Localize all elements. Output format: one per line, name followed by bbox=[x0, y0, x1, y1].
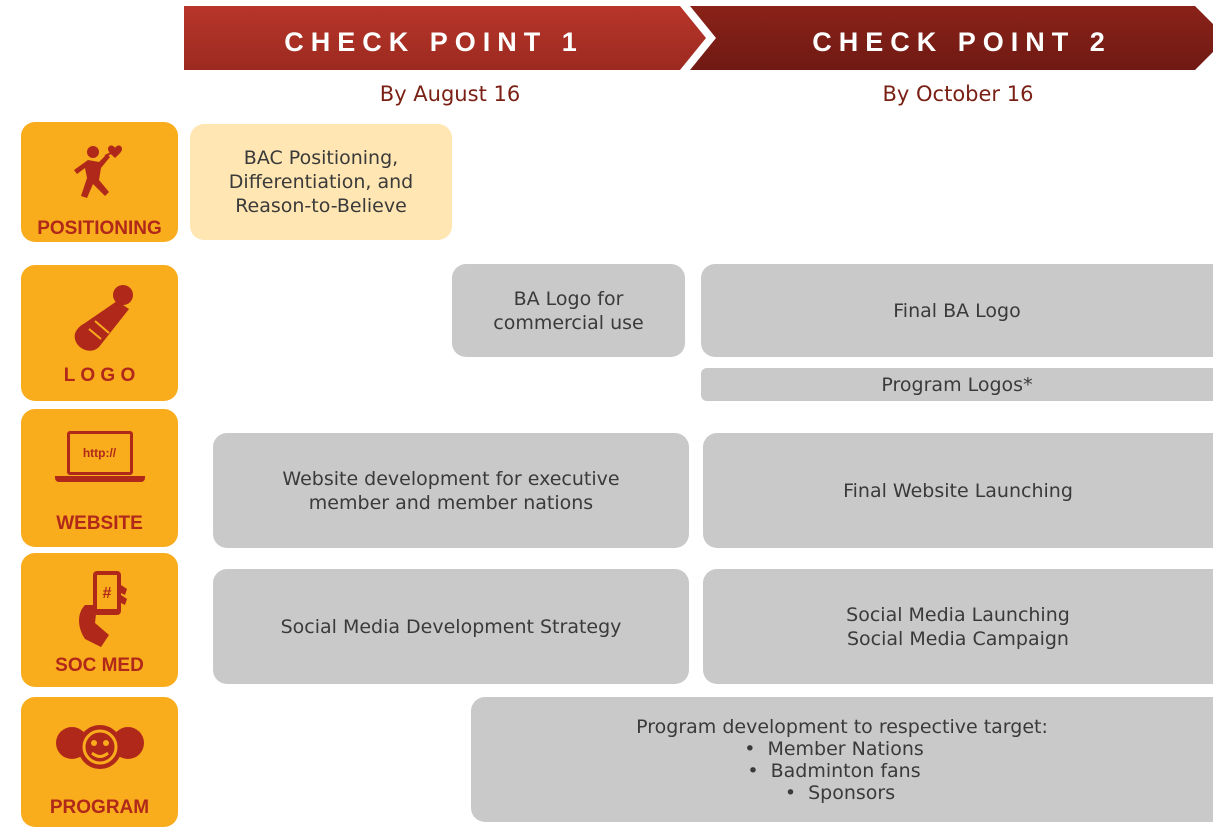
hand-phone-hashtag-icon: # bbox=[21, 565, 178, 655]
positioning-line-1: BAC Positioning, bbox=[243, 147, 399, 169]
category-label: L O G O bbox=[63, 365, 136, 386]
logo-commercial-box: BA Logo for commercial use bbox=[452, 264, 685, 357]
social-media-launch-line-1: Social Media Launching bbox=[846, 603, 1070, 626]
social-media-launch-box: Social Media Launching Social Media Camp… bbox=[703, 569, 1213, 684]
program-target-item: Sponsors bbox=[756, 782, 924, 804]
program-target-item: Member Nations bbox=[744, 738, 923, 760]
final-logo-text: Final BA Logo bbox=[893, 299, 1021, 322]
program-development-title: Program development to respective target… bbox=[636, 715, 1048, 738]
positioning-line-3: Reason-to-Believe bbox=[235, 195, 407, 217]
program-target-item: Badminton fans bbox=[744, 760, 924, 782]
category-label: POSITIONING bbox=[37, 218, 162, 239]
category-label: WEBSITE bbox=[56, 513, 143, 534]
chevron-divider bbox=[680, 6, 716, 70]
category-label: PROGRAM bbox=[49, 797, 150, 818]
logo-commercial-line-2: commercial use bbox=[493, 311, 644, 334]
positioning-box: BAC Positioning, Differentiation, and Re… bbox=[190, 124, 452, 240]
final-logo-box: Final BA Logo bbox=[701, 264, 1213, 357]
checkpoint1-date: By August 16 bbox=[379, 82, 521, 106]
checkpoint2-date: By October 16 bbox=[882, 82, 1034, 106]
program-development-box: Program development to respective target… bbox=[471, 697, 1213, 822]
category-program: PROGRAM bbox=[21, 697, 178, 827]
http-icon-text: http:// bbox=[82, 446, 117, 460]
logo-commercial-line-1: BA Logo for bbox=[513, 287, 624, 310]
program-logos-text: Program Logos* bbox=[881, 373, 1033, 396]
category-label: SOC MED bbox=[55, 655, 144, 676]
website-launch-box: Final Website Launching bbox=[703, 433, 1213, 548]
category-logo: L O G O bbox=[21, 265, 178, 401]
running-person-heart-icon bbox=[21, 130, 178, 220]
website-launch-text: Final Website Launching bbox=[843, 479, 1073, 502]
social-media-strategy-text: Social Media Development Strategy bbox=[280, 615, 622, 638]
hashtag-icon-text: # bbox=[102, 585, 111, 602]
positioning-line-2: Differentiation, and bbox=[228, 171, 414, 193]
website-development-line-2: member and member nations bbox=[308, 491, 594, 514]
laptop-http-icon: http:// bbox=[21, 431, 178, 491]
social-media-strategy-box: Social Media Development Strategy bbox=[213, 569, 689, 684]
website-development-line-1: Website development for executive bbox=[282, 467, 620, 490]
checkpoint1-label: CHECK POINT 1 bbox=[284, 27, 584, 57]
checkpoint2-label: CHECK POINT 2 bbox=[812, 27, 1112, 57]
category-socmed: # SOC MED bbox=[21, 553, 178, 687]
website-development-box: Website development for executive member… bbox=[213, 433, 689, 548]
category-website: http:// WEBSITE bbox=[21, 409, 178, 547]
category-positioning: POSITIONING bbox=[21, 122, 178, 242]
program-target-list: Member Nations Badminton fans Sponsors bbox=[760, 738, 923, 804]
checkpoint1-chevron bbox=[184, 6, 712, 70]
social-media-launch-line-2: Social Media Campaign bbox=[847, 627, 1069, 650]
people-group-icon bbox=[21, 715, 178, 785]
checkpoint-header bbox=[184, 6, 1213, 70]
checkpoint2-chevron bbox=[686, 6, 1213, 70]
program-logos-box: Program Logos* bbox=[701, 368, 1213, 401]
shuttlecock-icon bbox=[21, 279, 178, 359]
